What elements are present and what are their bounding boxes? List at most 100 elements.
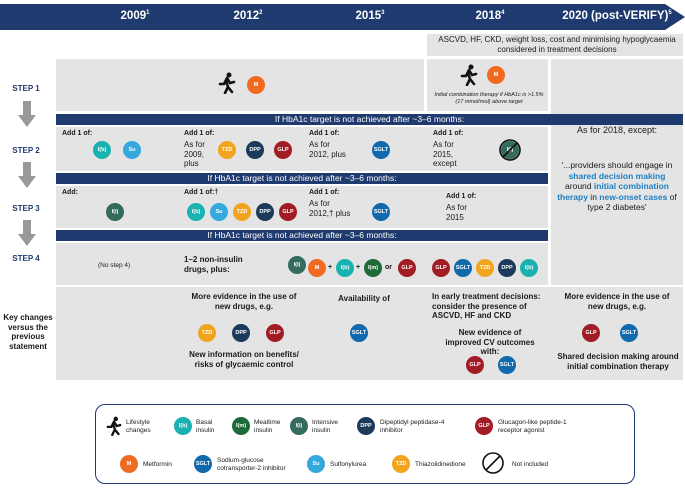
dpp4-circle: DPP bbox=[246, 141, 264, 159]
mealtime-insulin-circle: I(m) bbox=[364, 259, 382, 277]
sglt2-circle: SGLT bbox=[372, 203, 390, 221]
tzd-circle: TZD bbox=[198, 324, 216, 342]
intensive-insulin-circle: I(i) bbox=[288, 256, 306, 274]
not-included-icon bbox=[499, 139, 521, 161]
step-2-label: STEP 2 bbox=[12, 146, 40, 155]
tzd-circle: TZD bbox=[233, 203, 251, 221]
dpp4-circle: DPP bbox=[256, 203, 274, 221]
step-down-arrow-3 bbox=[18, 220, 36, 246]
or-text: or bbox=[385, 264, 392, 271]
kc-2020-b: Shared decision making around initial co… bbox=[557, 352, 679, 371]
basal-insulin-circle: I(b) bbox=[520, 259, 538, 277]
step2-2009-label: Add 1 of: bbox=[62, 130, 93, 137]
step3-2009-label: Add: bbox=[62, 189, 78, 196]
sglt2-circle: SGLT bbox=[620, 324, 638, 342]
step4-2009-text: (No step 4) bbox=[98, 262, 131, 269]
year-2018: 20184 bbox=[475, 10, 505, 22]
legend-mealtime: Mealtime insulin bbox=[254, 419, 281, 434]
step2-2018-sub: As for 2015, except bbox=[433, 140, 457, 168]
step3-2015-label: Add 1 of: bbox=[309, 189, 340, 196]
kc-2012-b: New information on benefits/ risks of gl… bbox=[189, 350, 299, 369]
glp1-circle: GLP bbox=[475, 417, 493, 435]
glp1-circle: GLP bbox=[582, 324, 600, 342]
tzd-circle: TZD bbox=[476, 259, 494, 277]
lifestyle-runner-icon bbox=[460, 64, 478, 86]
top-note-2018: ASCVD, HF, CKD, weight loss, cost and mi… bbox=[438, 35, 676, 54]
col2020-quote: '...providers should engage in shared de… bbox=[557, 160, 677, 212]
step-1-label: STEP 1 bbox=[12, 84, 40, 93]
metformin-circle: M bbox=[120, 455, 138, 473]
tzd-circle: TZD bbox=[218, 141, 236, 159]
basal-insulin-circle: I(b) bbox=[336, 259, 354, 277]
step2-2012-sub: As for 2009, plus bbox=[184, 140, 205, 168]
legend-glp: Glucagon-like peptide-1 receptor agonist bbox=[498, 419, 567, 434]
sglt2-circle: SGLT bbox=[372, 141, 390, 159]
glp1-circle: GLP bbox=[279, 203, 297, 221]
basal-insulin-circle: I(b) bbox=[187, 203, 205, 221]
sulfonylurea-circle: Su bbox=[210, 203, 228, 221]
legend-tzd: Thiazolidinedione bbox=[415, 461, 466, 468]
step1-2018-bg bbox=[427, 59, 548, 111]
step3-2018-label: Add 1 of: bbox=[446, 193, 477, 200]
kc-2015-a: Availability of bbox=[338, 294, 390, 303]
legend-not-included: Not included bbox=[512, 461, 549, 468]
step3-2015-sub: As for 2012,† plus bbox=[309, 199, 351, 218]
step2-2018-label: Add 1 of: bbox=[433, 130, 464, 137]
year-2020: 2020 (post-VERIFY)5 bbox=[562, 10, 672, 22]
sulfonylurea-circle: Su bbox=[307, 455, 325, 473]
sglt2-circle: SGLT bbox=[194, 455, 212, 473]
step1-2018-note: Initial combination therapy if HbA1c is … bbox=[434, 92, 544, 105]
sglt2-circle: SGLT bbox=[498, 356, 516, 374]
lifestyle-runner-icon bbox=[218, 72, 236, 94]
dpp4-circle: DPP bbox=[498, 259, 516, 277]
band-1: If HbA1c target is not achieved after ~3… bbox=[56, 114, 683, 125]
sglt2-circle: SGLT bbox=[350, 324, 368, 342]
basal-insulin-circle: I(b) bbox=[93, 141, 111, 159]
step-4-label: STEP 4 bbox=[12, 254, 40, 263]
timeline-header-arrow bbox=[0, 4, 685, 30]
glp1-circle: GLP bbox=[432, 259, 450, 277]
dpp4-circle: DPP bbox=[357, 417, 375, 435]
glp1-circle: GLP bbox=[274, 141, 292, 159]
glp1-circle: GLP bbox=[398, 259, 416, 277]
legend-sglt: Sodium-glucose cotransporter-2 inhibitor bbox=[217, 457, 286, 472]
step3-2018-sub: As for 2015 bbox=[446, 203, 467, 222]
step3-2012-label: Add 1 of:† bbox=[184, 189, 219, 196]
legend-lifestyle: Lifestyle changes bbox=[126, 419, 151, 434]
lifestyle-runner-icon bbox=[106, 416, 122, 436]
kc-2018-b: New evidence of improved CV outcomes wit… bbox=[445, 328, 535, 356]
kc-2012-a: More evidence in the use of new drugs, e… bbox=[191, 292, 297, 311]
year-2009: 20091 bbox=[120, 10, 150, 22]
sglt2-circle: SGLT bbox=[454, 259, 472, 277]
legend-dpp: Dipeptidyl peptidase-4 inhibitor bbox=[380, 419, 445, 434]
intensive-insulin-circle: I(i) bbox=[290, 417, 308, 435]
step-down-arrow-2 bbox=[18, 162, 36, 188]
glp1-circle: GLP bbox=[266, 324, 284, 342]
step1-row-bg bbox=[56, 59, 424, 111]
metformin-circle: M bbox=[247, 76, 265, 94]
plus-sign: + bbox=[356, 264, 361, 271]
col-2020-bg bbox=[551, 59, 683, 285]
basal-insulin-circle: I(b) bbox=[174, 417, 192, 435]
year-2015: 20153 bbox=[355, 10, 385, 22]
kc-2020-a: More evidence in the use of new drugs, e… bbox=[564, 292, 670, 311]
key-changes-bg bbox=[56, 287, 683, 380]
dpp4-circle: DPP bbox=[232, 324, 250, 342]
step2-2015-label: Add 1 of: bbox=[309, 130, 340, 137]
step-3-label: STEP 3 bbox=[12, 204, 40, 213]
step4-2012-text: 1–2 non-insulin drugs, plus: bbox=[184, 255, 243, 274]
band-2: If HbA1c target is not achieved after ~3… bbox=[56, 173, 548, 184]
legend-su: Sulfonylurea bbox=[330, 461, 367, 468]
metformin-circle: M bbox=[308, 259, 326, 277]
not-included-icon bbox=[482, 452, 504, 474]
col2020-line1: As for 2018, except: bbox=[576, 125, 658, 135]
metformin-circle: M bbox=[487, 66, 505, 84]
step3-row-bg bbox=[56, 186, 548, 228]
band-3: If HbA1c target is not achieved after ~3… bbox=[56, 230, 548, 241]
sulfonylurea-circle: Su bbox=[123, 141, 141, 159]
step2-2012-label: Add 1 of: bbox=[184, 130, 215, 137]
year-2012: 20122 bbox=[233, 10, 263, 22]
mealtime-insulin-circle: I(m) bbox=[232, 417, 250, 435]
legend-box bbox=[95, 404, 635, 484]
kc-2018-a: In early treatment decisions: consider t… bbox=[432, 292, 541, 320]
